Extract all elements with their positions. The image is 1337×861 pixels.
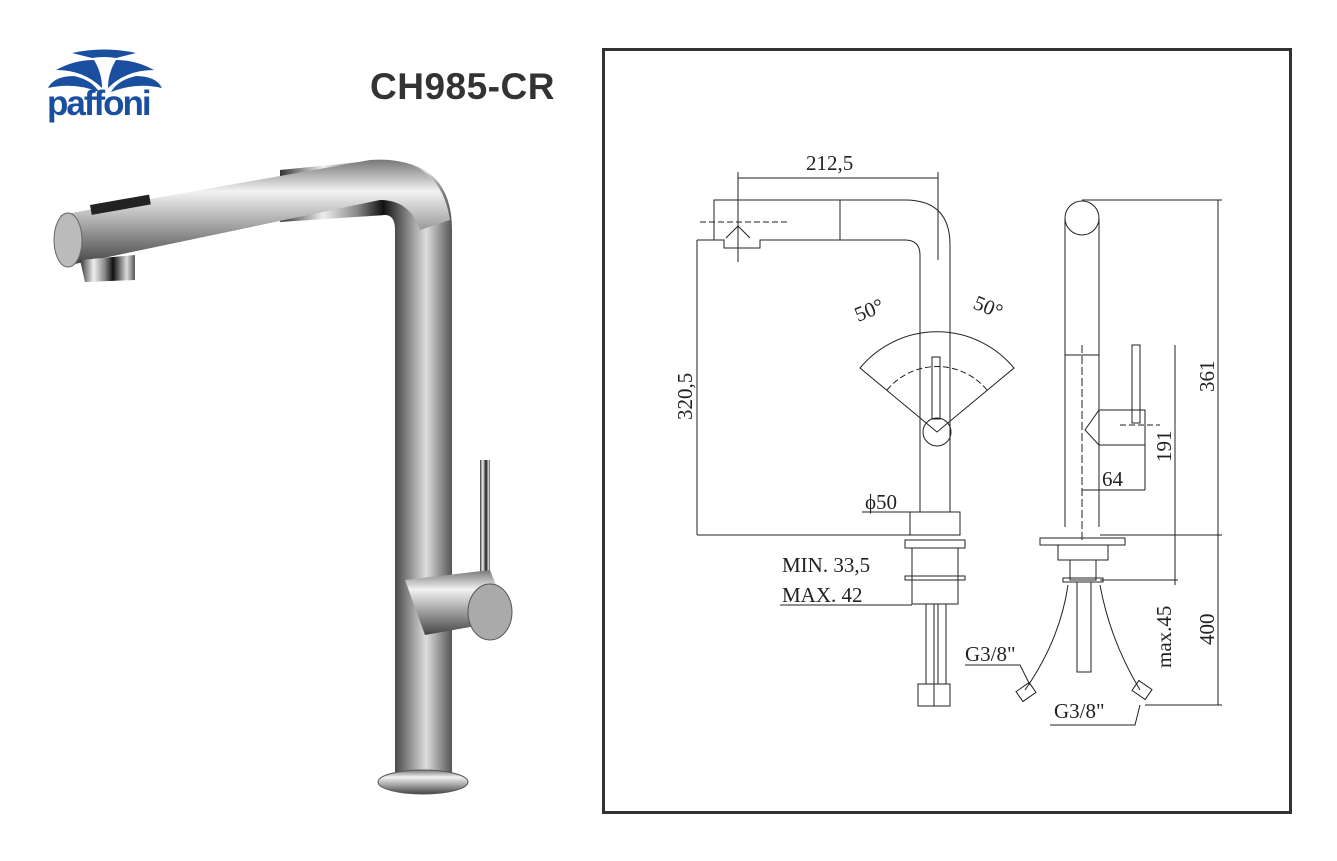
dim-lever-height: 191 <box>1152 431 1176 463</box>
technical-drawing-frame <box>602 48 1292 814</box>
product-model: CH985-CR <box>370 66 555 107</box>
dim-angle-left: 50° <box>851 293 887 326</box>
side-view <box>965 199 1222 726</box>
front-view <box>696 172 1015 707</box>
dim-spout-height: 320,5 <box>673 373 697 420</box>
dim-shank-max: max.45 <box>1152 606 1176 668</box>
dim-deck-max: MAX. 42 <box>782 583 863 607</box>
dim-thread-2: G3/8" <box>1054 699 1105 723</box>
dim-base-diameter: ϕ50 <box>865 490 897 514</box>
dim-thread-1: G3/8" <box>965 642 1016 666</box>
dim-deck-min: MIN. 33,5 <box>782 553 870 577</box>
dim-total-height: 361 <box>1195 361 1219 393</box>
dim-angle-right: 50° <box>970 290 1006 323</box>
dim-hose-length: 400 <box>1195 614 1219 646</box>
dim-spout-reach: 212,5 <box>806 151 853 175</box>
dim-lever-offset: 64 <box>1102 467 1124 491</box>
paffoni-logo <box>48 49 162 92</box>
brand-name: paffoni <box>47 84 152 123</box>
faucet-photo <box>53 159 513 795</box>
